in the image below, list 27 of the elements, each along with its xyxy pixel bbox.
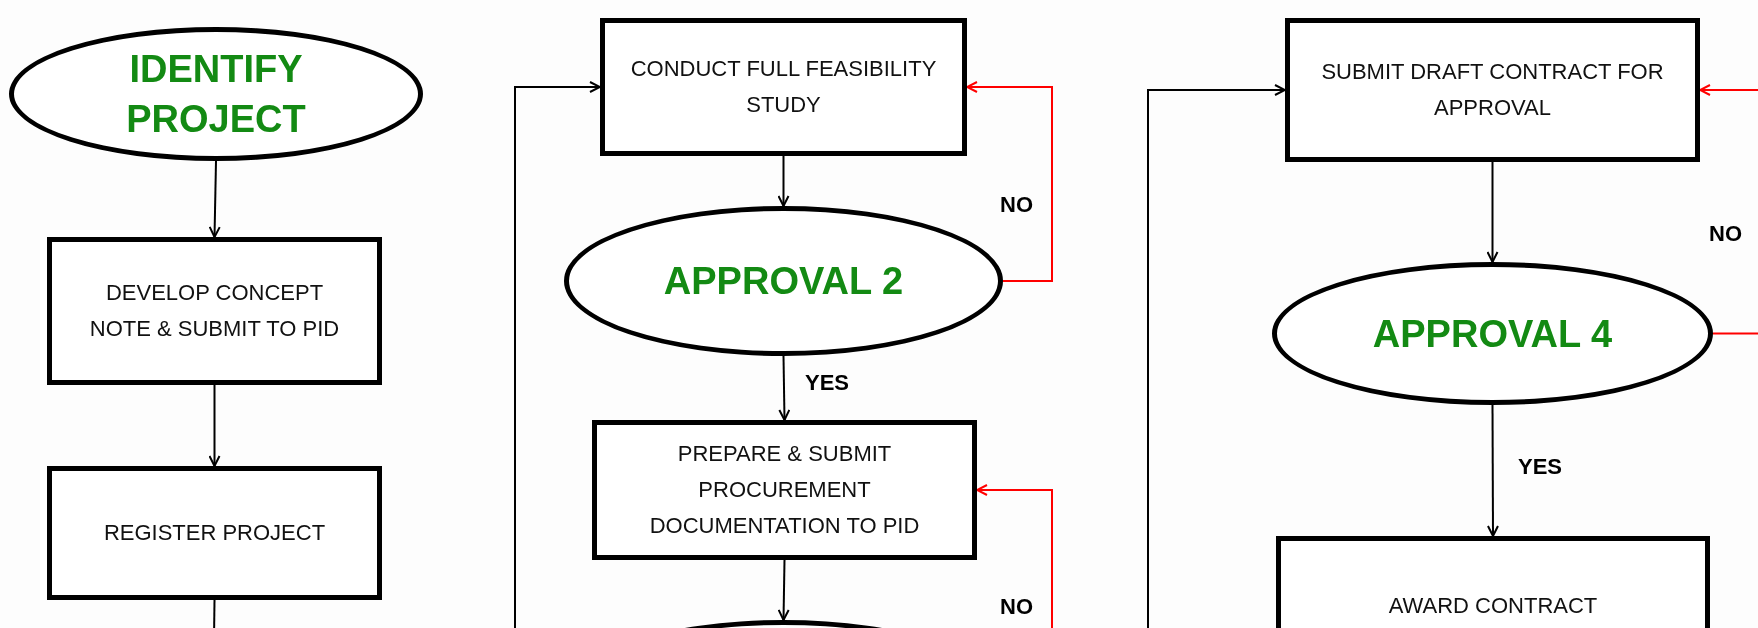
connector-arrow [208, 160, 221, 238]
step-label: CONDUCT FULL FEASIBILITY STUDY [629, 55, 938, 119]
connector-arrow [1486, 404, 1499, 537]
step-label: DEVELOP CONCEPT NOTE & SUBMIT TO PID [88, 279, 341, 343]
process-box [1285, 18, 1700, 162]
connector-arrow [1699, 84, 1758, 335]
step-label: AWARD CONTRACT [1387, 592, 1599, 620]
process-box [47, 237, 382, 385]
connector-arrow [777, 155, 790, 207]
step-label: PREPARE & SUBMIT PROCUREMENT DOCUMENTATION TO PID [648, 440, 921, 540]
step-label: SUBMIT DRAFT CONTRACT FOR APPROVAL [1320, 58, 1665, 122]
connector-arrow [976, 484, 1053, 628]
connector-arrow [208, 384, 221, 467]
connector-arrow [777, 559, 790, 621]
connector-arrow [778, 355, 791, 421]
connector-arrow [1147, 84, 1286, 628]
connector-line [213, 599, 216, 628]
connector-arrow [966, 81, 1053, 282]
process-box [47, 466, 382, 600]
connector-arrow [1486, 161, 1499, 263]
step-title: IDENTIFY PROJECT [125, 47, 307, 142]
step-title: APPROVAL 2 [662, 259, 905, 304]
process-box [600, 18, 967, 156]
step-title: APPROVAL 4 [1371, 311, 1614, 357]
connector-arrow [514, 81, 601, 628]
step-label: REGISTER PROJECT [102, 519, 327, 547]
process-box [592, 420, 977, 560]
